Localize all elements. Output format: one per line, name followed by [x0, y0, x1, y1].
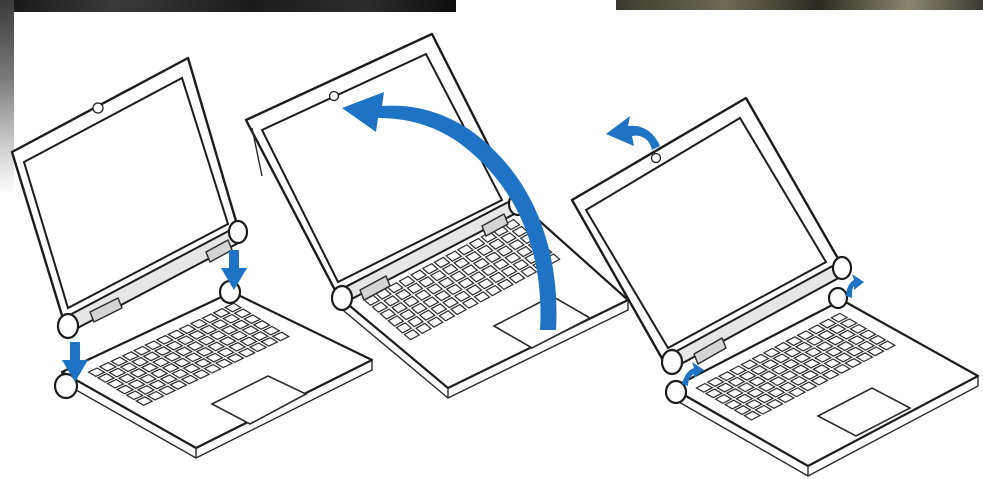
step-3-knob-left [662, 350, 682, 374]
step-3-camera-icon [652, 154, 661, 163]
step-3-base-knob-right [829, 288, 847, 308]
arrow-back-icon [846, 274, 864, 298]
step-1-camera-icon [93, 103, 103, 113]
step-1-tablet-knob-left [58, 314, 78, 338]
step-3-laptop [572, 98, 978, 476]
arrow-back-icon [606, 116, 660, 150]
step-2-knob-left [332, 286, 352, 310]
step-2-camera-icon [330, 92, 339, 101]
step-3-knob-right [833, 257, 851, 279]
step-1-tablet-knob-right [229, 221, 247, 243]
